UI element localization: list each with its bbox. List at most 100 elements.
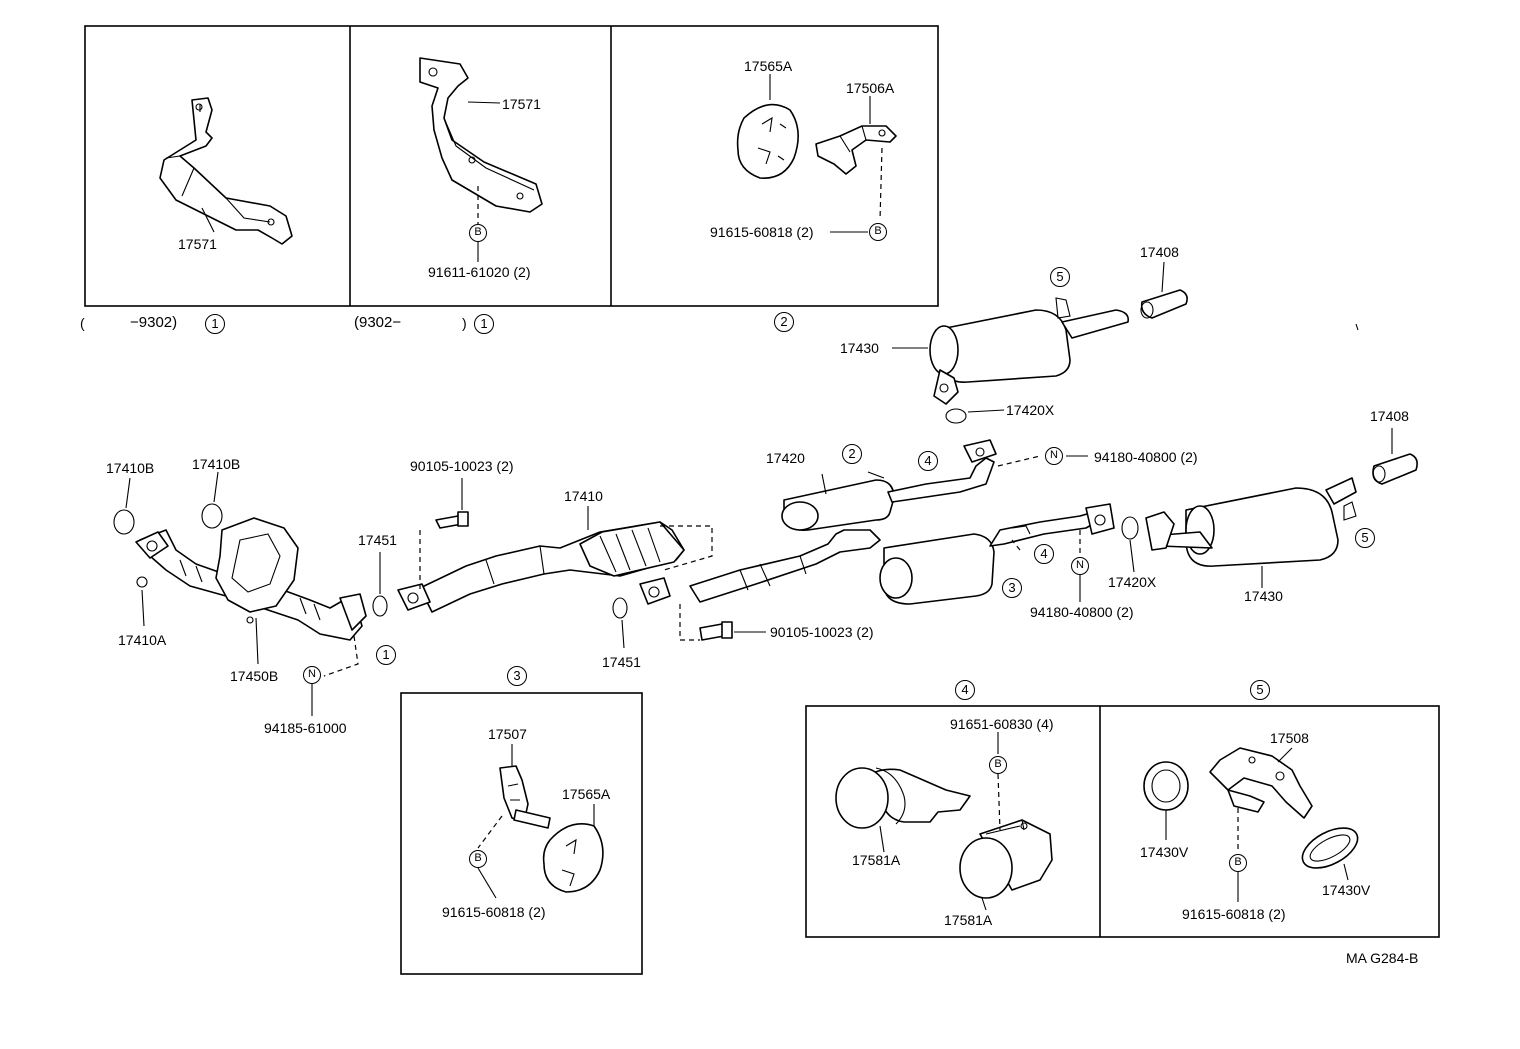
part-label-17430: 17430 — [1244, 588, 1283, 604]
ring-17430V-a — [1143, 761, 1189, 811]
leader — [125, 477, 131, 509]
part-label-94180-40800: 94180-40800 (2) — [1094, 449, 1198, 465]
part-label-17420: 17420 — [766, 450, 805, 466]
part-label-17430V: 17430V — [1322, 882, 1371, 898]
leader-dashed — [879, 147, 883, 221]
part-label-17506A: 17506A — [846, 80, 895, 96]
top-detail-frame — [84, 25, 939, 307]
tailpipe-tip-17408-right — [1372, 453, 1418, 485]
gasket-17410B-b — [201, 503, 223, 529]
mount-17581A-b — [959, 819, 1053, 899]
panel-3-frame — [400, 692, 643, 975]
part-label-17420X: 17420X — [1108, 574, 1157, 590]
part-label-90105-10023: 90105-10023 (2) — [770, 624, 874, 640]
nut-marker: N — [303, 666, 321, 684]
part-label-94185-61000: 94185-61000 — [264, 720, 347, 736]
callout-ref-5: 5 — [1250, 680, 1270, 700]
bolt-head — [457, 511, 469, 527]
range-label-after-9302: (9302− — [354, 314, 402, 331]
part-label-17430: 17430 — [840, 340, 879, 356]
gasket-17420X-right — [1121, 516, 1139, 540]
mount-17581A-a — [835, 767, 971, 829]
part-label-17571: 17571 — [502, 96, 541, 112]
leader — [1277, 747, 1293, 763]
ring-17430V-b — [1301, 827, 1359, 869]
rubber-hanger-17565A-panel3 — [542, 823, 604, 893]
leader — [981, 897, 987, 911]
center-pipe-17420 — [639, 439, 1115, 605]
bolt-marker: B — [1229, 854, 1247, 872]
part-label-17508: 17508 — [1270, 730, 1309, 746]
callout-ref-2: 2 — [842, 444, 862, 464]
range-label-before-9302: −9302) — [130, 314, 178, 331]
leader — [1129, 539, 1135, 573]
bolt-marker: B — [469, 224, 487, 242]
part-label-17408: 17408 — [1370, 408, 1409, 424]
part-label-17410A: 17410A — [118, 632, 167, 648]
range-open-paren: ( — [80, 315, 85, 331]
hanger-17507 — [499, 765, 551, 829]
part-label-94180-40800: 94180-40800 (2) — [1030, 604, 1134, 620]
callout-ref-5: 5 — [1355, 528, 1375, 548]
leader-dashed — [679, 604, 700, 641]
part-label-17571: 17571 — [178, 236, 217, 252]
leader — [477, 867, 497, 899]
front-pipe-catalytic-converter-17410 — [397, 521, 685, 613]
leader-dashed — [323, 635, 359, 677]
gasket-17451-a — [372, 595, 388, 617]
gasket-17420X-upper — [945, 408, 967, 424]
hanger-bracket-17508 — [1209, 747, 1313, 819]
leader — [621, 619, 625, 649]
part-label-91615-60818: 91615-60818 (2) — [1182, 906, 1286, 922]
leader — [821, 473, 827, 495]
part-label-91611-61020: 91611-61020 (2) — [428, 264, 531, 280]
panel-4-5-frame — [805, 705, 1440, 938]
leader — [879, 825, 885, 853]
leader-dashed — [477, 815, 503, 849]
gasket-17451-b — [612, 597, 628, 619]
part-label-17408: 17408 — [1140, 244, 1179, 260]
callout-ref-4: 4 — [1034, 544, 1054, 564]
callout-ref-2: 2 — [774, 312, 794, 332]
part-label-17581A: 17581A — [852, 852, 901, 868]
part-label-17451: 17451 — [602, 654, 641, 670]
bolt-90105-lower — [699, 623, 725, 641]
muffler-17430-upper — [929, 297, 1130, 405]
leader-dashed — [660, 525, 713, 571]
nut-marker: N — [1071, 557, 1089, 575]
part-label-17507: 17507 — [488, 726, 527, 742]
part-label-17565A: 17565A — [562, 786, 611, 802]
part-label-17581A: 17581A — [944, 912, 993, 928]
callout-ref-1: 1 — [474, 314, 494, 334]
leader-dashed — [1011, 539, 1021, 551]
part-label-17451: 17451 — [358, 532, 397, 548]
part-label-17420X: 17420X — [1006, 402, 1055, 418]
leader — [213, 471, 219, 503]
leader — [1343, 863, 1349, 881]
part-label-17565A: 17565A — [744, 58, 793, 74]
part-label-17410B: 17410B — [106, 460, 155, 476]
callout-ref-1: 1 — [376, 645, 396, 665]
callout-ref-4: 4 — [918, 451, 938, 471]
tailpipe-tip-17408-upper — [1140, 289, 1188, 319]
muffler-17430-right — [1145, 477, 1357, 567]
bracket-17571-late — [419, 57, 543, 213]
leader — [141, 589, 145, 627]
callout-ref-4: 4 — [955, 680, 975, 700]
ring-17430V-a-inner — [1151, 769, 1181, 803]
ring-17430V-b-inner — [1309, 834, 1351, 862]
speck — [1355, 323, 1359, 331]
callout-ref-3: 3 — [507, 666, 527, 686]
bolt-head — [721, 621, 733, 639]
part-label-17410: 17410 — [564, 488, 603, 504]
part-label-90105-10023: 90105-10023 (2) — [410, 458, 514, 474]
part-label-17410B: 17410B — [192, 456, 241, 472]
nut-marker: N — [1045, 447, 1063, 465]
bracket-17571-early — [159, 97, 293, 245]
leader-dashed — [997, 455, 1041, 467]
hanger-bracket-17506A — [815, 125, 897, 175]
leader — [1161, 261, 1165, 293]
part-label-91615-60818: 91615-60818 (2) — [442, 904, 546, 920]
